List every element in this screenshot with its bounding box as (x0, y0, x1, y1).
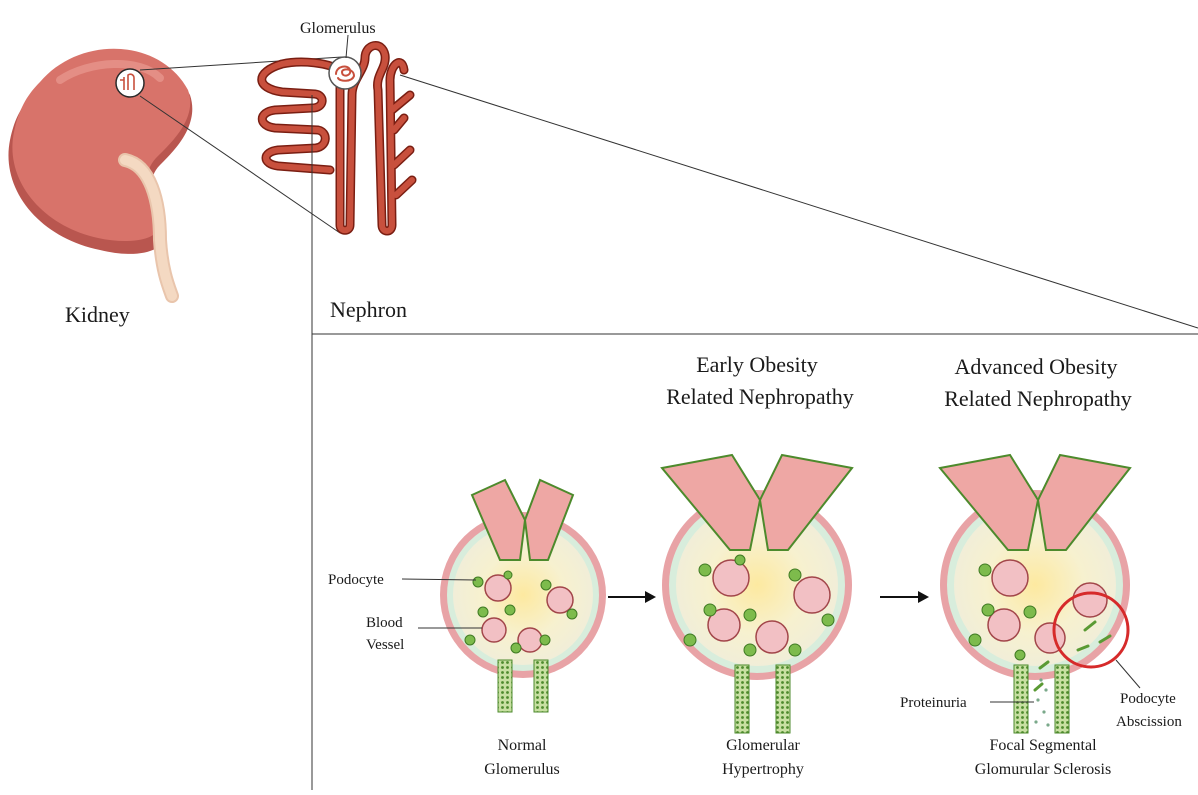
stage-title-line1: Early Obesity (696, 352, 818, 377)
stage-caption-line1: Normal (498, 737, 547, 754)
stage-title-line2: Related Nephropathy (944, 386, 1132, 411)
arrow-right (608, 591, 656, 603)
abscission-label-line1: Podocyte (1120, 691, 1176, 707)
nephron (262, 45, 412, 231)
stage-title-line1: Advanced Obesity (954, 354, 1117, 379)
glomerulus-pointer (346, 35, 348, 58)
kidney-label: Kidney (65, 302, 130, 327)
blood-vessel (992, 560, 1028, 596)
blood-vessel (518, 628, 542, 652)
arrow-right (880, 591, 929, 603)
glomerulus-circle (329, 57, 361, 89)
podocyte-label: Podocyte (328, 572, 384, 588)
stage-caption-line2: Hypertrophy (722, 761, 804, 778)
glomerulus-normal (440, 480, 606, 712)
blood-vessel (1073, 583, 1107, 617)
glomerulus-hypertrophy (662, 455, 852, 733)
nephron-label: Nephron (330, 297, 407, 322)
glomerulus-label: Glomerulus (300, 20, 376, 37)
kidney (8, 49, 192, 296)
blood-vessel (756, 621, 788, 653)
proteinuria-label: Proteinuria (900, 695, 967, 711)
stage-caption-line1: Glomerular (726, 737, 800, 754)
blood-vessel (547, 587, 573, 613)
kidney-zoom-circle (116, 69, 144, 97)
abscission-label-line2: Abscission (1116, 714, 1182, 730)
zoom-line (400, 75, 1198, 328)
blood-vessel-label-line1: Blood (366, 615, 403, 631)
glomerulus-sclerosis (940, 455, 1130, 733)
blood-vessel (794, 577, 830, 613)
stage-caption-line2: Glomerulus (484, 761, 560, 778)
abscission-pointer (1116, 660, 1140, 688)
blood-vessel-label-line2: Vessel (366, 637, 404, 653)
blood-vessel (713, 560, 749, 596)
stage-title-line2: Related Nephropathy (666, 384, 854, 409)
blood-vessel (482, 618, 506, 642)
stage-caption-line1: Focal Segmental (989, 737, 1097, 754)
stage-caption-line2: Glomurular Sclerosis (975, 761, 1111, 778)
